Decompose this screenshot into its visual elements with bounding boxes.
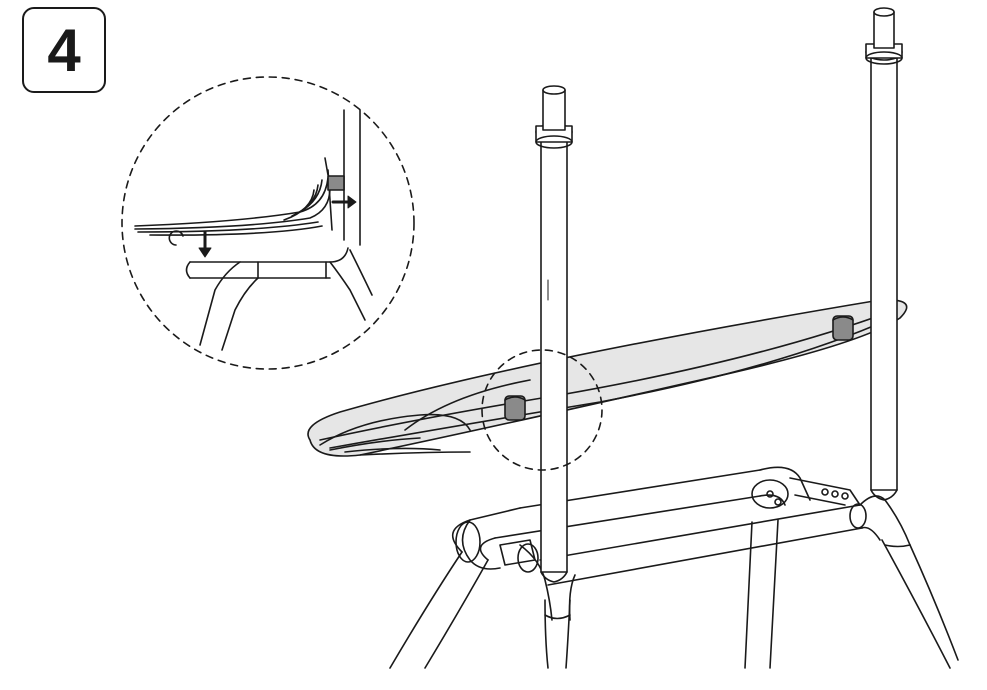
- canopy-shade: [307, 299, 908, 457]
- rotate-icon: [168, 230, 184, 246]
- detail-callout: [121, 76, 603, 471]
- step-number: 4: [47, 16, 81, 84]
- canopy-clip-right: [832, 315, 854, 341]
- canopy-clip-left: [504, 395, 526, 421]
- left-pole: [535, 85, 573, 583]
- right-pole: [865, 7, 903, 501]
- step-number-badge: 4: [22, 7, 106, 93]
- arrow-right-icon: [331, 195, 357, 209]
- base-frame: [389, 466, 959, 669]
- arrow-down-icon: [198, 230, 212, 258]
